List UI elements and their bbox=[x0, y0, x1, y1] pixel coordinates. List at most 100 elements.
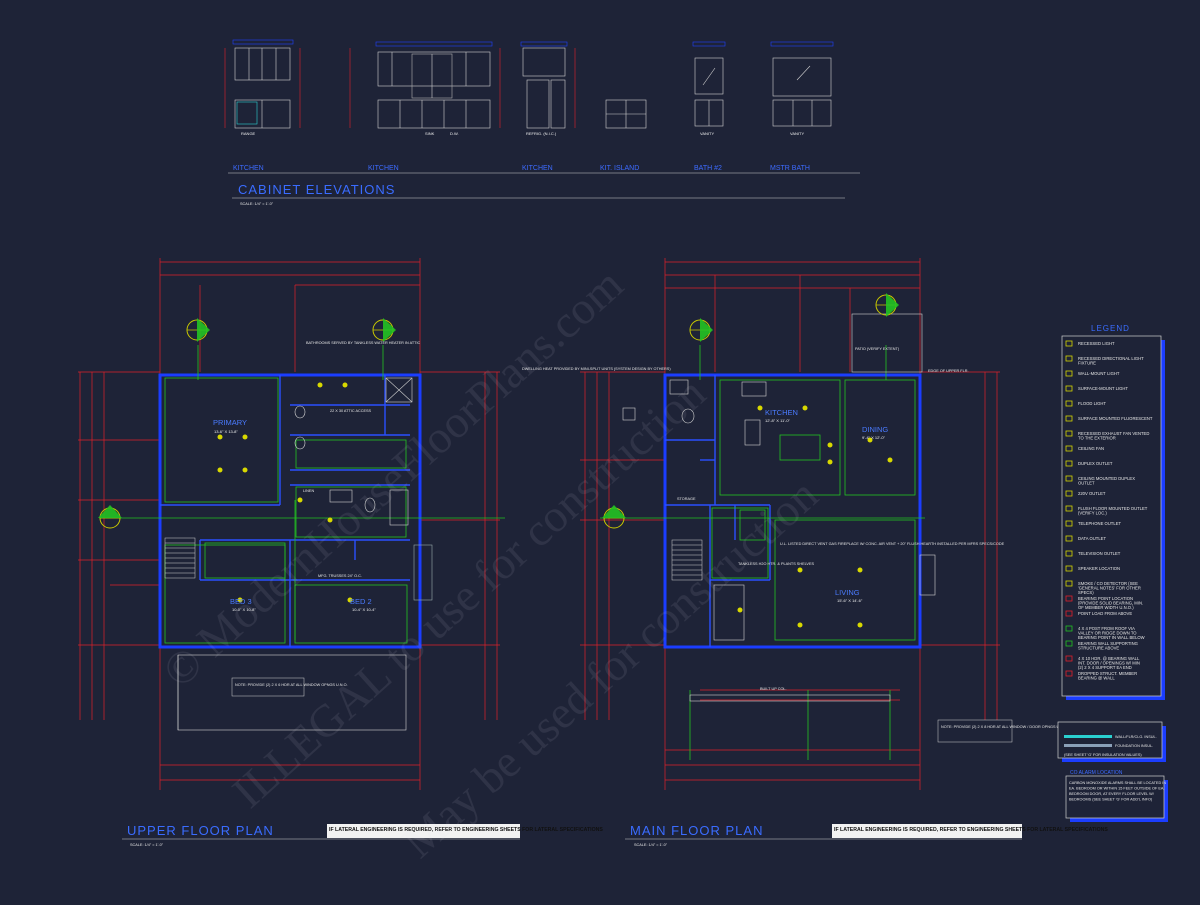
co-alarm-panel: CO ALARM LOCATION CARBON MONOXIDE ALARMS… bbox=[1065, 770, 1168, 822]
legend-item: CEILING FAN bbox=[1078, 446, 1104, 451]
legend-symbol-icon bbox=[1065, 415, 1073, 422]
main-annotation-edge-upper: EDGE OF UPPER FLR. bbox=[928, 369, 969, 373]
main-section-markers bbox=[602, 293, 899, 529]
legend-symbol-icon bbox=[1065, 505, 1073, 512]
cabinet-elevation-kitchen-3 bbox=[520, 41, 576, 129]
legend-item: TELEPHONE OUTLET bbox=[1078, 521, 1121, 526]
legend-item: FLUSH FLOOR MOUNTED OUTLET(VERIFY LOC.) bbox=[1078, 506, 1148, 515]
main-exterior-walls bbox=[663, 373, 922, 649]
upper-light-fixtures bbox=[217, 382, 353, 603]
legend-symbol-icon bbox=[1065, 400, 1073, 407]
cabinet-elevation-master-bath bbox=[770, 41, 834, 127]
legend-symbol-icon bbox=[1065, 535, 1073, 542]
legend-title: LEGEND bbox=[1091, 324, 1130, 333]
upper-lateral-note-box bbox=[327, 824, 520, 838]
upper-annotation-linen: LINEN bbox=[303, 489, 314, 493]
upper-room-bed-2-size: 10-4" X 10-4" bbox=[352, 607, 376, 612]
insulation-swatch-foundation bbox=[1064, 744, 1112, 747]
upper-room-bed-3-size: 10-0" X 10-8" bbox=[232, 607, 256, 612]
main-room-kitchen: KITCHEN bbox=[765, 408, 798, 417]
insulation-item-foundation: FOUNDATION INSUL. bbox=[1115, 744, 1153, 748]
main-floor-plan: DINING 9'-4" X 12'-0" KITCHEN 12'-8" X 1… bbox=[522, 258, 1108, 847]
main-room-living-size: 15'-6" X 14'-6" bbox=[837, 598, 863, 603]
legend-item: SURFACE MOUNTED FLUORESCENT bbox=[1078, 416, 1153, 421]
main-lateral-note: IF LATERAL ENGINEERING IS REQUIRED, REFE… bbox=[834, 827, 1108, 833]
upper-roof-below bbox=[177, 654, 407, 731]
co-note-text: CARBON MONOXIDE ALARMS SHALL BE LOCATED … bbox=[1069, 781, 1166, 802]
legend-symbol-icon bbox=[1065, 385, 1073, 392]
legend-symbol-icon bbox=[1065, 610, 1073, 617]
upper-floor-plan-title: UPPER FLOOR PLAN bbox=[127, 823, 274, 838]
legend-symbol-icon bbox=[1065, 370, 1073, 377]
co-box bbox=[1065, 775, 1165, 819]
elev-label-kitchen-2: KITCHEN bbox=[368, 165, 399, 172]
cabinet-elevation-island bbox=[605, 99, 647, 129]
main-annotation-storage: STORAGE bbox=[677, 497, 696, 501]
elev-label-master-bath: MSTR BATH bbox=[770, 165, 810, 172]
upper-plan-scale: SCALE: 1/4" = 1'-0" bbox=[130, 843, 164, 847]
legend-symbol-icon bbox=[1065, 565, 1073, 572]
main-annotation-patio: PATIO (VERIFY EXTENT) bbox=[855, 347, 900, 351]
elev-label-bath-2: BATH #2 bbox=[694, 165, 722, 172]
upper-annotation-trusses: MFG. TRUSSES 24" O.C. bbox=[318, 574, 362, 578]
legend-symbol-icon bbox=[1065, 430, 1073, 437]
legend-symbol-icon bbox=[1065, 550, 1073, 557]
main-light-fixtures bbox=[737, 405, 893, 628]
main-annotation-header-note: NOTE: PROVIDE (2) 2 X 8 HDR AT ALL WINDO… bbox=[941, 725, 1068, 729]
upper-stair bbox=[164, 537, 196, 579]
elev-label-kitchen-3: KITCHEN bbox=[522, 165, 553, 172]
upper-annotation-tankless: BATHROOMS SERVED BY TANKLESS WATER HEATE… bbox=[306, 341, 421, 345]
main-room-dining: DINING bbox=[862, 425, 888, 434]
legend-item: SPEAKER LOCATION bbox=[1078, 566, 1120, 571]
watermark: © ModernHouseFloorPlans.com ILLEGAL to u… bbox=[153, 258, 828, 867]
cabinet-elevations-title: CABINET ELEVATIONS bbox=[238, 182, 395, 197]
legend-symbol-icon bbox=[1065, 520, 1073, 527]
main-room-dining-size: 9'-4" X 12'-0" bbox=[862, 435, 886, 440]
upper-floor-plan: PRIMARY 13-6" X 13-8" BED 3 10-0" X 10-8… bbox=[78, 258, 603, 847]
main-stair bbox=[671, 539, 703, 581]
cabinet-scale: SCALE: 1/4" = 1'-0" bbox=[240, 202, 274, 206]
legend-symbol-icon bbox=[1065, 460, 1073, 467]
elev-caption-refrig: REFRIG. (N.I.C.) bbox=[526, 131, 557, 136]
upper-interior-walls bbox=[160, 375, 410, 647]
upper-room-primary: PRIMARY bbox=[213, 418, 247, 427]
legend-item: TELEVISION OUTLET bbox=[1078, 551, 1121, 556]
main-note-box bbox=[937, 719, 1013, 743]
main-annotation-fireplace: U.L. LISTED DIRECT VENT GAS FIREPLACE W/… bbox=[780, 542, 1005, 546]
cabinet-elevation-kitchen-2 bbox=[349, 41, 501, 129]
elev-label-kitchen-1: KITCHEN bbox=[233, 165, 264, 172]
elev-caption-vanity-1: VANITY bbox=[700, 131, 714, 136]
legend-symbol-icon bbox=[1065, 640, 1073, 647]
legend-item: POINT LOAD FROM ABOVE bbox=[1078, 611, 1132, 616]
legend-symbol-icon bbox=[1065, 670, 1073, 677]
legend-item: DATA OUTLET bbox=[1078, 536, 1106, 541]
insulation-swatch-wall bbox=[1064, 735, 1112, 738]
legend-symbol-icon bbox=[1065, 625, 1073, 632]
watermark-line-3: May be used for construction bbox=[393, 469, 828, 868]
legend-symbol-icon bbox=[1065, 340, 1073, 347]
upper-room-bed-3: BED 3 bbox=[230, 597, 252, 606]
main-plan-scale: SCALE: 1/4" = 1'-0" bbox=[634, 843, 668, 847]
co-title: CO ALARM LOCATION bbox=[1070, 770, 1123, 776]
elev-caption-dw: D.W. bbox=[450, 131, 459, 136]
legend-item: DUPLEX OUTLET bbox=[1078, 461, 1113, 466]
cabinet-elevation-kitchen-1 bbox=[224, 39, 301, 129]
upper-room-bed-2: BED 2 bbox=[350, 597, 372, 606]
upper-section-markers bbox=[98, 318, 396, 529]
legend-symbol-icon bbox=[1065, 445, 1073, 452]
insulation-box bbox=[1057, 721, 1163, 759]
legend-item: SURFACE-MOUNT LIGHT bbox=[1078, 386, 1128, 391]
legend-symbol-icon bbox=[1065, 475, 1073, 482]
legend-symbol-icon bbox=[1065, 580, 1073, 587]
legend-box bbox=[1061, 335, 1162, 697]
cabinet-elevations: KITCHEN KITCHEN KITCHEN KIT. ISLAND BATH… bbox=[224, 39, 860, 206]
legend-item: 220V OUTLET bbox=[1078, 491, 1106, 496]
